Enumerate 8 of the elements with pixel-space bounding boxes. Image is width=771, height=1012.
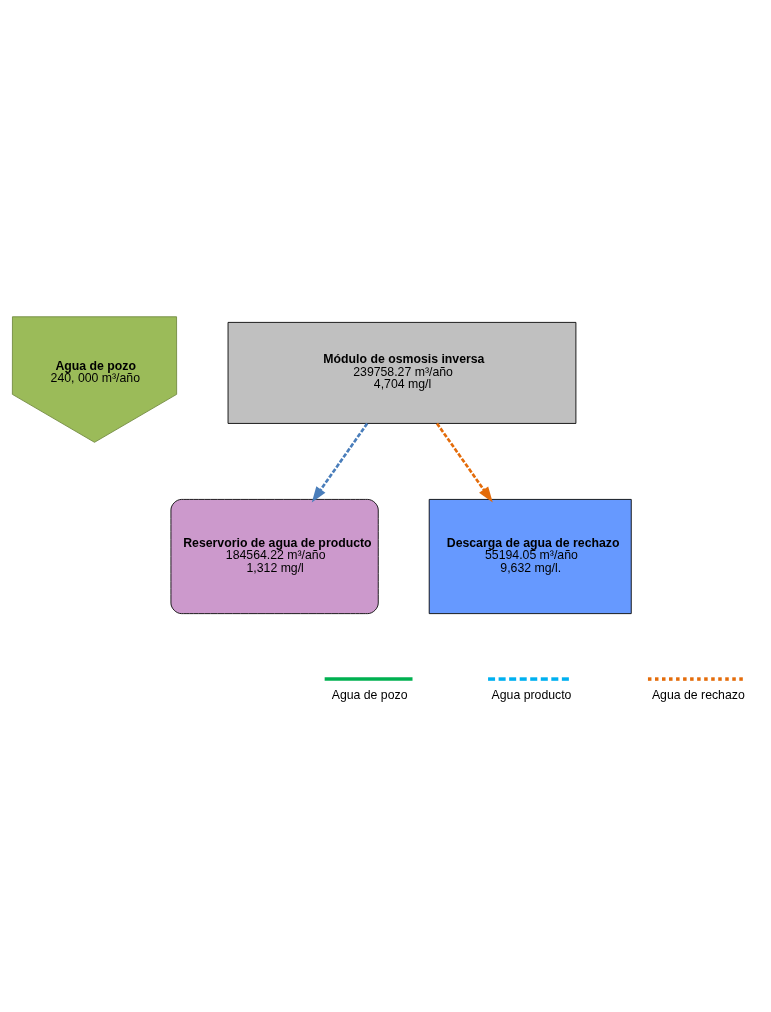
legend-label: Agua de pozo [331,688,408,703]
arrow [311,422,369,503]
node-box: Módulo de osmosis inversa 239758.27 m³/año 4,704 mg/l [227,321,577,424]
arrow [435,422,493,503]
node-box: Reservorio de agua de producto 184564.22 m³/año 1,312 mg/l [170,498,379,615]
legend-label: Agua producto [491,688,572,703]
legend-label: Agua de rechazo [651,688,745,703]
node-box: Descarga de agua de rechazo 55194.05 m³/año 9,632 mg/l. [428,498,632,615]
